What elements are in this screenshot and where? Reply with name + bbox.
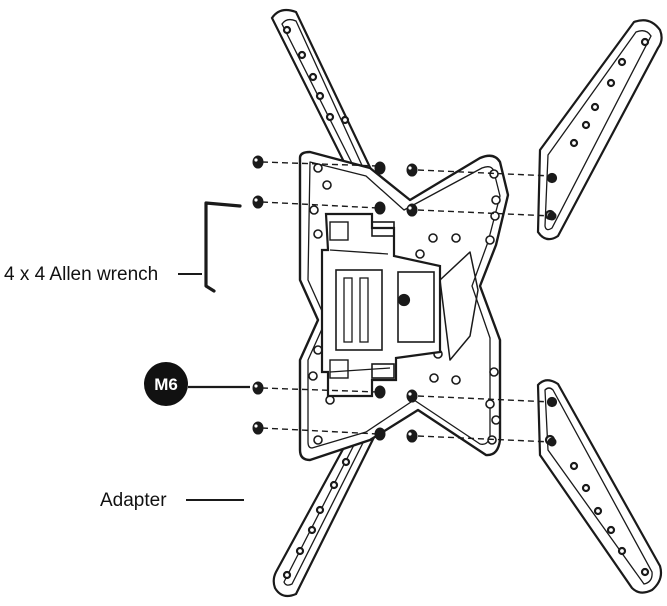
allen-wrench-label: 4 x 4 Allen wrench — [4, 264, 158, 285]
adapter-label: Adapter — [100, 490, 167, 511]
alignment-dashed-lines — [261, 161, 553, 443]
bracket-holes — [308, 163, 501, 445]
screw-icons — [252, 155, 557, 447]
center-hinge-block — [320, 212, 442, 398]
adapter-arm-top-right — [536, 19, 663, 241]
screw-size-callout: M6 — [144, 362, 250, 406]
screw-highlights — [254, 158, 412, 436]
adapter-callout: Adapter — [100, 490, 244, 511]
adapter-arm-bottom-right — [536, 379, 663, 594]
allen-wrench-callout: 4 x 4 Allen wrench — [4, 264, 202, 285]
allen-wrench-icon — [204, 201, 242, 293]
screw-size-badge — [144, 362, 188, 406]
screw-size-badge-text: M6 — [154, 375, 178, 394]
